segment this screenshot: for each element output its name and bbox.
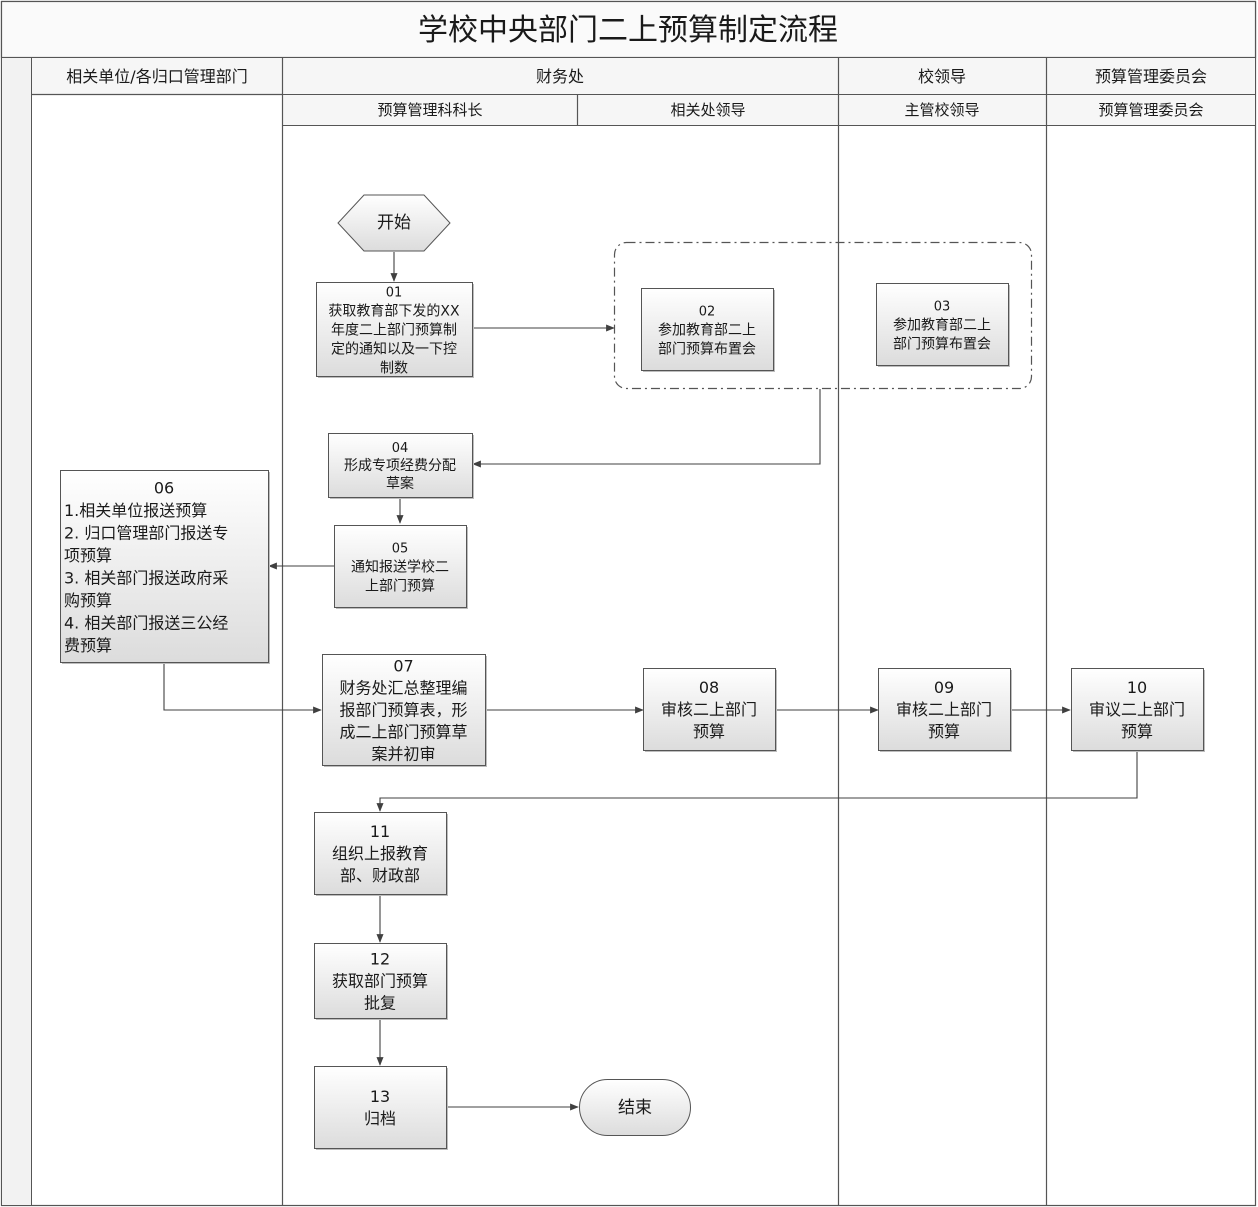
- lane-header-budget-committee: 预算管理委员会: [1095, 67, 1207, 86]
- step-text-line: 定的通知以及一下控: [331, 340, 457, 357]
- step-box: [314, 943, 447, 1019]
- step-text-line: 草案: [386, 475, 414, 492]
- step-text-line: 财务处汇总整理编: [339, 679, 467, 698]
- step-text-line: 报部门预算表，形: [339, 701, 467, 720]
- step-text-line: 预算: [1121, 722, 1153, 741]
- lane-header-row: [31, 57, 1256, 95]
- step-box: [328, 433, 473, 498]
- lane-header-school-leaders: 校领导: [918, 67, 966, 86]
- meeting-group-dashed: [613, 241, 1033, 390]
- step-text-line: 3. 相关部门报送政府采: [64, 569, 228, 588]
- step-text-line: 制数: [380, 360, 408, 376]
- page-title: 学校中央部门二上预算制定流程: [418, 13, 838, 48]
- step-number: 09: [934, 678, 954, 697]
- step-text-line: 上部门预算: [365, 578, 435, 594]
- step-number: 02: [699, 304, 716, 319]
- step-text-line: 1.相关单位报送预算: [64, 501, 207, 520]
- step-number: 05: [392, 541, 409, 556]
- step-number: 03: [934, 299, 951, 314]
- step-number: 12: [370, 950, 390, 969]
- step-box: [314, 1066, 447, 1149]
- step-box: [60, 470, 269, 663]
- step-number: 13: [370, 1087, 390, 1106]
- step-text-line: 获取部门预算: [332, 972, 428, 991]
- role-header-committee: 预算管理委员会: [1098, 101, 1203, 119]
- step-box: [316, 282, 473, 377]
- step-text-line: 项预算: [64, 546, 112, 565]
- step-text-line: 归档: [364, 1109, 396, 1128]
- step-text-line: 部门预算布置会: [658, 341, 756, 357]
- step-text-line: 通知报送学校二: [351, 558, 449, 575]
- step-box: [334, 525, 467, 608]
- start-terminal: 开始: [337, 194, 451, 252]
- step-text-line: 购预算: [64, 591, 112, 610]
- connector-06-07: [163, 662, 322, 714]
- step-box: [878, 668, 1011, 751]
- end-terminal: 结束: [579, 1079, 691, 1136]
- step-number: 10: [1127, 678, 1147, 697]
- lane-header-units: 相关单位/各归口管理部门: [66, 67, 247, 86]
- step-box: [314, 812, 447, 895]
- end-label: 结束: [618, 1098, 652, 1118]
- role-header-row: [282, 94, 1256, 126]
- step-text-line: 参加教育部二上: [658, 321, 756, 338]
- step-text-line: 预算: [928, 722, 960, 741]
- step-box: [876, 283, 1009, 366]
- step-number: 11: [370, 822, 390, 841]
- connector-10-11: [376, 751, 1138, 812]
- step-box: [1071, 668, 1204, 751]
- step-box: [643, 668, 776, 751]
- step-box: [322, 654, 486, 766]
- step-text-line: 费预算: [64, 636, 112, 655]
- step-text-line: 审议二上部门: [1089, 700, 1185, 719]
- left-margin-strip: [1, 57, 32, 1206]
- step-text-line: 预算: [693, 722, 725, 741]
- role-header-vice-president: 主管校领导: [904, 101, 979, 119]
- start-label: 开始: [377, 213, 411, 233]
- step-text-line: 批复: [364, 994, 396, 1013]
- connectors: [163, 252, 1138, 1111]
- step-text-line: 形成专项经费分配: [344, 458, 456, 474]
- step-text-line: 成二上部门预算草: [339, 723, 467, 742]
- step-text-line: 部、财政部: [340, 866, 420, 885]
- lane-dividers: [31, 57, 1048, 1206]
- role-header-budget-chief: 预算管理科科长: [377, 101, 482, 119]
- step-text-line: 部门预算布置会: [893, 336, 991, 352]
- step-number: 04: [392, 441, 409, 456]
- lane-header-finance: 财务处: [536, 67, 584, 86]
- step-number: 07: [393, 657, 413, 676]
- step-text-line: 案并初审: [371, 745, 435, 764]
- step-text-line: 2. 归口管理部门报送专: [64, 524, 228, 543]
- step-box: [641, 288, 774, 371]
- step-text-line: 年度二上部门预算制: [331, 322, 457, 338]
- step-13: 13 归档: [314, 1066, 448, 1150]
- step-text-line: 组织上报教育: [332, 844, 428, 863]
- step-text-line: 审核二上部门: [661, 700, 757, 719]
- step-number: 06: [154, 479, 174, 498]
- step-number: 01: [386, 285, 403, 300]
- step-text-line: 获取教育部下发的XX: [328, 303, 460, 319]
- step-text-line: 审核二上部门: [896, 700, 992, 719]
- connector-group-04: [472, 389, 821, 468]
- step-text-line: 4. 相关部门报送三公经: [64, 614, 228, 633]
- role-header-dept-leader: 相关处领导: [670, 101, 745, 119]
- step-text-line: 参加教育部二上: [893, 316, 991, 333]
- step-number: 08: [699, 678, 719, 697]
